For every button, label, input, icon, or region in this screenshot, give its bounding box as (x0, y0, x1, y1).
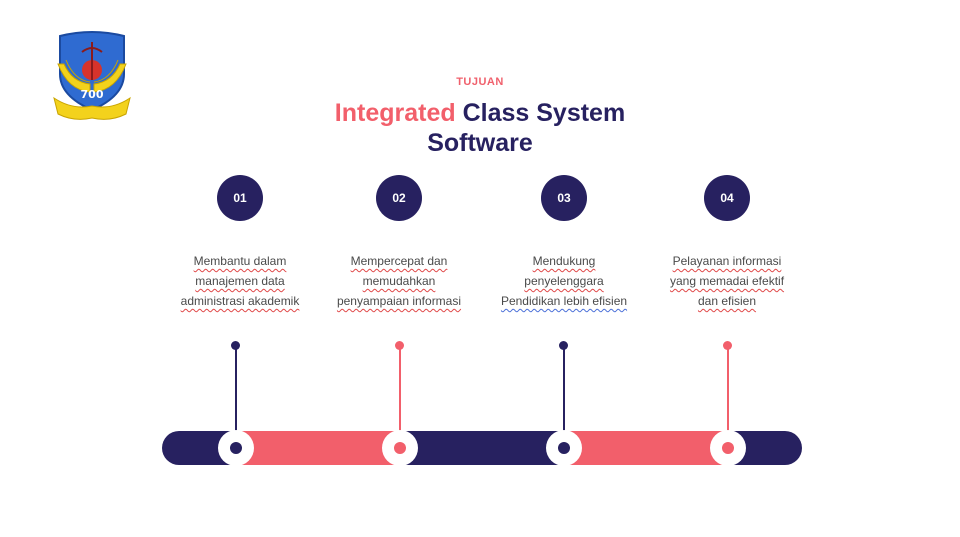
connector-dot-4 (723, 341, 732, 350)
timeline-segment (236, 431, 400, 465)
title-rest: Class System (462, 99, 626, 127)
desc-line: dan efisien (697, 294, 757, 308)
desc-line: memudahkan (362, 274, 436, 288)
desc-line: yang memadai efektif (669, 274, 785, 288)
desc-line: Mempercepat dan (350, 254, 448, 268)
page-title: Integrated Class System Software (0, 98, 960, 158)
desc-line: Membantu dalam (193, 254, 287, 268)
timeline-segment (400, 431, 564, 465)
desc-line: Mendukung (532, 254, 596, 268)
desc-line: penyampaian informasi (336, 294, 462, 308)
desc-line: penyelenggara (524, 274, 604, 288)
step-description-2: Mempercepat dan memudahkan penyampaian i… (324, 251, 474, 311)
title-accent: Integrated (334, 99, 456, 127)
desc-line: administrasi akademik (180, 294, 300, 308)
connector-dot-1 (231, 341, 240, 350)
connector-line-4 (727, 346, 729, 446)
step-description-4: Pelayanan informasi yang memadai efektif… (652, 251, 802, 311)
timeline-node-2 (382, 430, 418, 466)
logo-number: 700 (81, 88, 104, 101)
timeline-node-3 (546, 430, 582, 466)
step-badge-3: 03 (541, 175, 587, 221)
desc-line: manajemen data (195, 274, 285, 288)
timeline-node-4 (710, 430, 746, 466)
shield-icon: 700 (53, 31, 131, 120)
logo: 700 (52, 30, 132, 122)
step-badge-1: 01 (217, 175, 263, 221)
timeline-node-1 (218, 430, 254, 466)
section-kicker: TUJUAN (456, 76, 504, 88)
timeline-segment (564, 431, 728, 465)
desc-line: Pelayanan informasi (672, 254, 782, 268)
step-description-3: Mendukung penyelenggara Pendidikan lebih… (489, 251, 639, 311)
connector-dot-2 (395, 341, 404, 350)
connector-line-2 (399, 346, 401, 446)
connector-line-3 (563, 346, 565, 446)
desc-line: Pendidikan lebih efisien (500, 294, 628, 308)
step-badge-2: 02 (376, 175, 422, 221)
connector-dot-3 (559, 341, 568, 350)
step-badge-4: 04 (704, 175, 750, 221)
connector-line-1 (235, 346, 237, 446)
title-line-2: Software (427, 129, 533, 157)
step-description-1: Membantu dalam manajemen data administra… (165, 251, 315, 311)
